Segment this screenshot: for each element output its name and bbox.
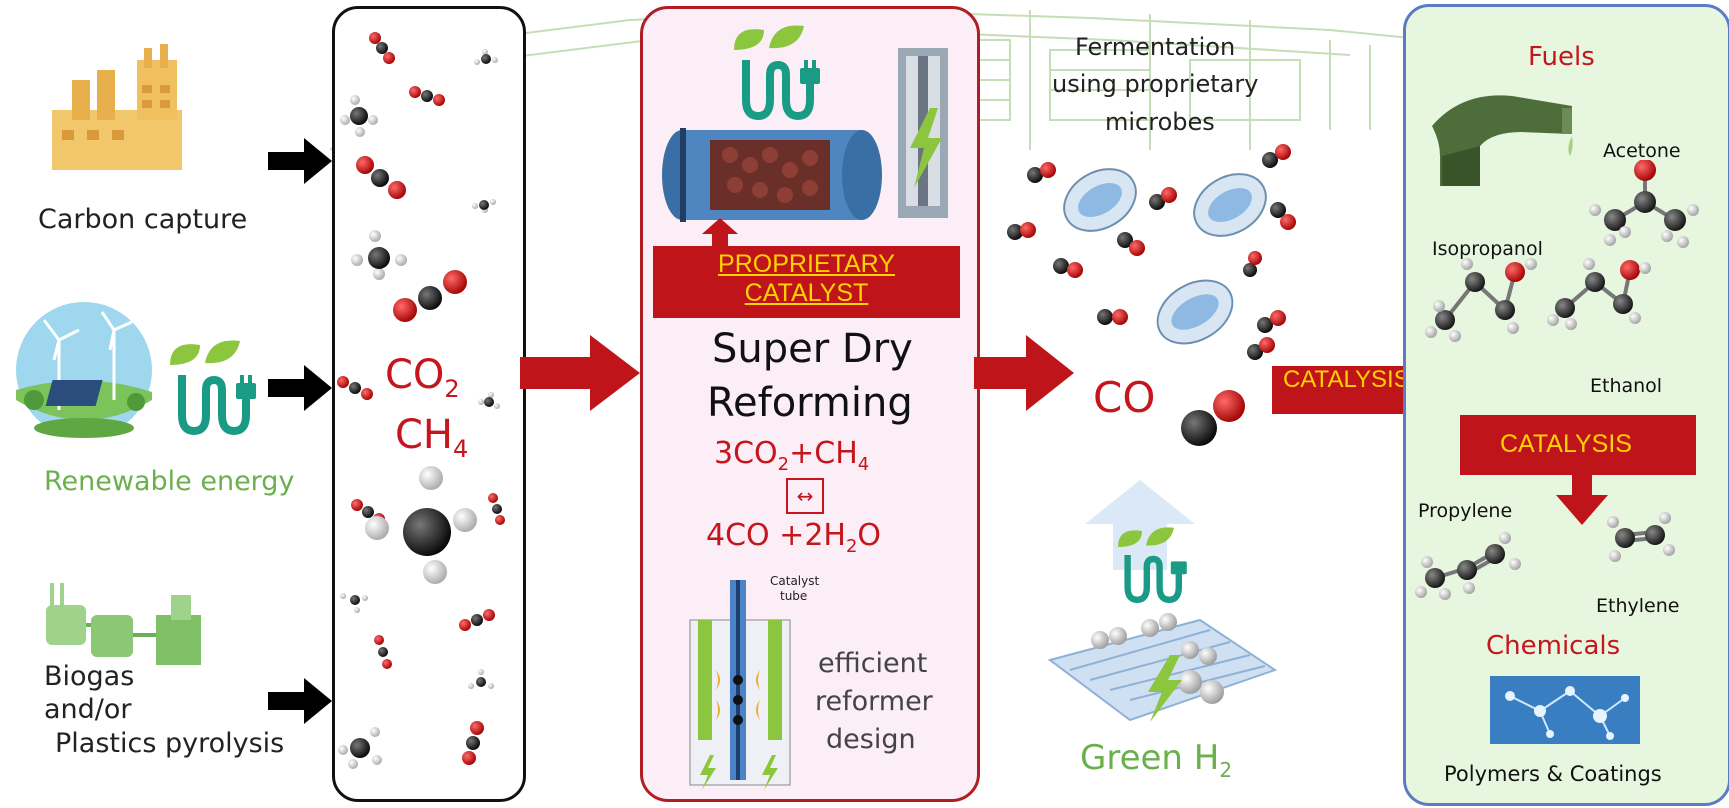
microbes-and-co-molecules: [1007, 144, 1296, 360]
arrow-carbon-capture: [268, 138, 332, 184]
propylene-label: Propylene: [1418, 500, 1513, 522]
super-dry-title: Super Dry: [712, 326, 913, 372]
electrolyzer-icon: [1047, 613, 1278, 722]
fuel-nozzle-icon: [1432, 95, 1573, 186]
equation-products: 4CO +2H2O: [706, 518, 882, 557]
design-line-3: design: [826, 724, 916, 755]
biogas-label-2: and/or: [44, 694, 132, 725]
co2-label: CO2: [385, 352, 460, 403]
ch4-label: CH4: [395, 412, 469, 463]
arrow-to-reformer: [520, 335, 640, 411]
biogas-label-1: Biogas: [44, 661, 135, 692]
renewable-energy-label: Renewable energy: [44, 466, 295, 497]
reforming-title: Reforming: [707, 380, 913, 426]
proprietary-catalyst-banner: PROPRIETARY CATALYST: [653, 246, 960, 318]
feedstock-panel: [332, 6, 526, 802]
carbon-capture-label: Carbon capture: [38, 204, 248, 235]
isopropanol-label: Isopropanol: [1432, 238, 1543, 260]
arrow-biogas: [268, 678, 332, 724]
acetone-label: Acetone: [1603, 140, 1681, 162]
design-line-2: reformer: [815, 686, 933, 717]
catalyst-tube-label-1: Catalyst: [770, 574, 820, 588]
banner-line-2: CATALYST: [744, 279, 869, 307]
chemicals-heading: Chemicals: [1486, 631, 1621, 661]
catalysis-inner-label: CATALYSIS: [1500, 430, 1632, 458]
polymer-network-icon: [1490, 676, 1640, 744]
ethylene-label: Ethylene: [1596, 595, 1680, 617]
equilibrium-arrow: ↔: [786, 478, 824, 514]
catalyst-tube-diagram: [689, 580, 791, 790]
green-electricity-icon: [734, 25, 820, 121]
co-molecule: [1181, 390, 1245, 446]
co-label: CO: [1093, 373, 1156, 422]
reactor-vessel-icon: [662, 128, 882, 222]
catalyst-tube-label-2: tube: [780, 589, 808, 603]
design-line-1: efficient: [818, 648, 928, 679]
polymers-label: Polymers & Coatings: [1444, 762, 1662, 786]
banner-line-1: PROPRIETARY: [718, 250, 895, 278]
ethanol-label: Ethanol: [1590, 375, 1663, 397]
equation-reactants: 3CO2+CH4: [714, 436, 870, 475]
fermentation-line-2: using proprietary: [1052, 70, 1259, 98]
green-h2-label: Green H2: [1080, 738, 1233, 782]
wind-solar-icon: [16, 302, 152, 438]
biogas-tanks-icon: [46, 583, 201, 665]
green-electricity-icon: [170, 340, 256, 436]
factory-icon: [52, 44, 182, 170]
product-molecules: [1415, 160, 1699, 600]
fermentation-line-3: microbes: [1105, 108, 1215, 136]
fermentation-line-1: Fermentation: [1075, 33, 1236, 61]
reformer-column-icon: [898, 48, 948, 218]
upward-arrow-h2: [1085, 480, 1195, 570]
catalysis-down-arrow: [1460, 415, 1696, 525]
arrow-renewable: [268, 365, 332, 411]
biogas-label-3: Plastics pyrolysis: [55, 728, 285, 759]
arrow-to-fermentation: [974, 335, 1074, 411]
green-electricity-icon: [1118, 527, 1187, 604]
fuels-heading: Fuels: [1528, 42, 1595, 72]
arrow-up-to-reactor: [702, 218, 738, 250]
catalysis-label: CATALYSIS: [1283, 366, 1410, 393]
molecules-illustration: [337, 32, 505, 769]
